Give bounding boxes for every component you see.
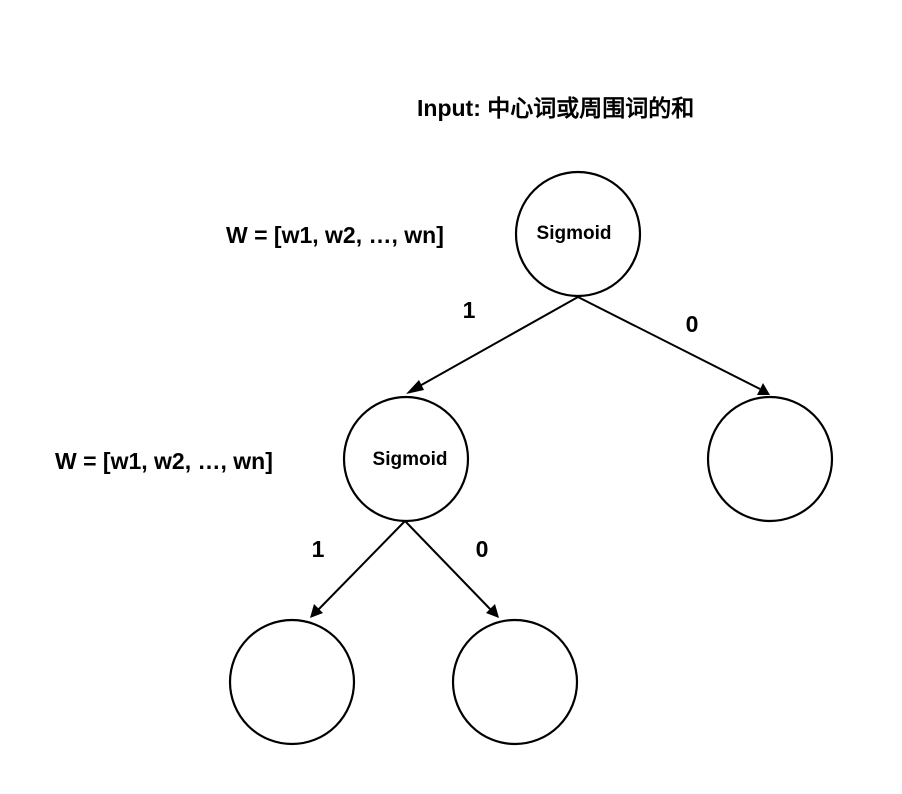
- edge-label-root-right: 0: [686, 311, 699, 337]
- edge-label-root-left: 1: [463, 297, 476, 323]
- node-inner-label: Sigmoid: [373, 449, 448, 470]
- diagram-title: Input: 中心词或周围词的和: [417, 95, 694, 121]
- weight-label-inner: W = [w1, w2, …, wn]: [55, 448, 273, 474]
- edge-label-inner-left: 1: [312, 536, 325, 562]
- weight-label-root: W = [w1, w2, …, wn]: [226, 222, 444, 248]
- edge-inner-left: [310, 520, 406, 618]
- edge-label-inner-right: 0: [476, 536, 489, 562]
- edge-root-left: [406, 296, 579, 394]
- node-leaf-right: [706, 395, 834, 523]
- edge-root-right: [577, 296, 770, 395]
- node-leaf-bottom-right: [451, 618, 579, 746]
- edge-inner-right: [404, 520, 499, 618]
- node-root: Sigmoid: [514, 170, 642, 298]
- node-inner: Sigmoid: [342, 395, 470, 523]
- node-leaf-bottom-left: [228, 618, 356, 746]
- node-root-label: Sigmoid: [537, 223, 612, 244]
